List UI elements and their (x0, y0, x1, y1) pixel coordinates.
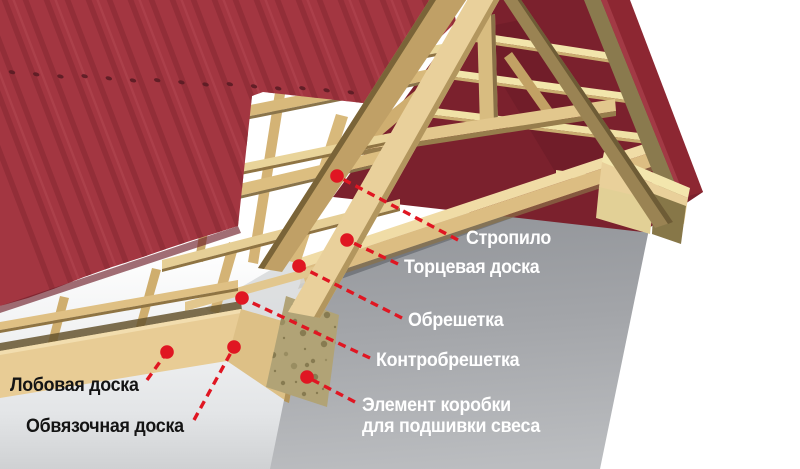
dot-obvyazochnaya (227, 340, 241, 354)
dot-lobovaya (160, 345, 174, 359)
sheet-edge-shadow (0, 226, 241, 313)
leader-obreshetka (298, 264, 403, 320)
leader-lines (145, 174, 459, 421)
dot-element-korobki (300, 370, 314, 384)
label-obreshetka: Обрешетка (408, 310, 504, 331)
leader-element-korobki (306, 375, 356, 404)
dot-kontrobreshetka (235, 291, 249, 305)
right-roof-edge (584, 0, 703, 205)
wind-board (584, 0, 688, 205)
strut-right (504, 52, 560, 126)
label-kontrobreshetka: Контробрешетка (376, 350, 520, 371)
leader-obvyazochnaya (192, 346, 236, 421)
leader-kontrobreshetka (241, 296, 371, 360)
fascia-shadow (0, 301, 242, 353)
label-obvyazochnaya-doska: Обвязочная доска (26, 416, 184, 437)
roof-left-slope (0, 0, 456, 313)
wall-plate-beam (298, 136, 670, 289)
rafter-left (258, 0, 467, 272)
label-element-korobki: Элемент коробки для подшивки свеса (362, 395, 540, 437)
rafter-front-right (503, 0, 673, 228)
dot-obreshetka (292, 259, 306, 273)
leader-stropilo (336, 174, 459, 242)
label-lobovaya-doska: Лобовая доска (10, 375, 139, 396)
king-post-edge (491, 14, 498, 125)
dot-stropilo (330, 169, 344, 183)
dot-tortsevaya (340, 233, 354, 247)
leader-dots (160, 169, 354, 384)
fascia-board (0, 309, 241, 398)
label-stropilo: Стропило (466, 228, 551, 249)
label-tortsevaya-doska: Торцевая доска (404, 257, 540, 278)
leader-tortsevaya (346, 238, 399, 266)
